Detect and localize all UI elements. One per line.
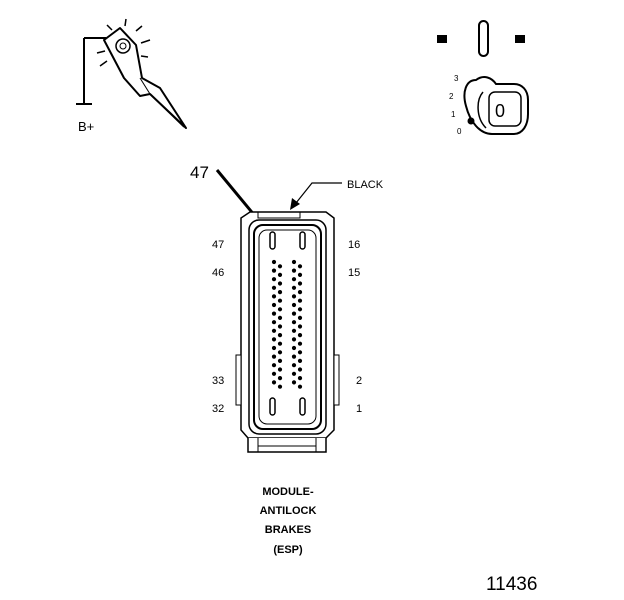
pin-terminal: [297, 376, 303, 381]
pin-terminal: [277, 281, 283, 286]
connector-body: [235, 211, 340, 453]
test-light-probe-icon: [76, 18, 187, 129]
pin-terminal: [271, 345, 277, 351]
module-name-line-2: ANTILOCK: [260, 505, 317, 517]
color-leader-arrow-icon: [290, 182, 342, 210]
ignition-switch-icon: [437, 20, 529, 135]
connector-color-label: BLACK: [347, 179, 384, 191]
pin-terminal: [291, 337, 297, 342]
pin-label-right-1: 1: [356, 403, 362, 415]
pin-terminal: [297, 272, 303, 277]
ignition-key-label: 0: [495, 101, 505, 121]
pin-terminal: [271, 268, 277, 273]
pin-terminal: [291, 294, 297, 299]
pin-terminal: [277, 350, 283, 355]
pin-terminal: [277, 298, 283, 303]
module-name-line-3: BRAKES: [265, 524, 311, 536]
pin-terminal: [271, 371, 277, 376]
pin-terminal: [271, 302, 277, 308]
pin-label-right-16: 16: [348, 239, 360, 251]
pin-terminal: [291, 259, 297, 265]
pin-terminal: [271, 320, 277, 325]
pin-terminal: [277, 376, 283, 381]
pin-terminal: [291, 311, 297, 316]
callout-pin-number: 47: [190, 163, 209, 182]
module-name-line-4: (ESP): [273, 544, 303, 556]
pin-terminal: [297, 358, 303, 363]
connector-pin-grid: [271, 259, 303, 389]
pin-terminal: [277, 333, 283, 338]
pin-terminal: [297, 281, 303, 286]
pin-terminal: [291, 363, 297, 368]
pin-terminal: [297, 350, 303, 355]
pin-terminal: [297, 324, 303, 329]
pin-terminal: [291, 302, 297, 308]
pin-terminal: [291, 268, 297, 273]
pin-terminal: [297, 307, 303, 312]
pin-terminal: [271, 259, 277, 265]
pin-terminal: [291, 285, 297, 290]
pin-terminal: [271, 294, 277, 299]
pin-terminal: [277, 272, 283, 277]
pin-terminal: [291, 380, 297, 385]
pin-label-left-32: 32: [212, 403, 224, 415]
ignition-position-0: 0: [457, 127, 462, 136]
pin-terminal: [291, 354, 297, 359]
pin-terminal: [291, 320, 297, 325]
pin-terminal: [291, 345, 297, 351]
pin-terminal: [277, 290, 283, 295]
pin-terminal: [291, 371, 297, 376]
pin-terminal: [297, 290, 303, 295]
pin-terminal: [271, 337, 277, 342]
pin-terminal: [291, 277, 297, 282]
pin-terminal: [271, 363, 277, 368]
pin-terminal: [271, 277, 277, 282]
pin-terminal: [297, 384, 303, 389]
pin-terminal: [277, 307, 283, 312]
pin-terminal: [297, 367, 303, 372]
ignition-position-3: 3: [454, 74, 459, 83]
pin-terminal: [277, 358, 283, 363]
module-name-line-1: MODULE-: [262, 486, 314, 498]
pin-terminal: [291, 328, 297, 333]
pin-terminal: [297, 264, 303, 269]
ignition-position-2: 2: [449, 92, 454, 101]
pin-terminal: [277, 367, 283, 372]
pin-terminal: [277, 384, 283, 389]
pin-terminal: [271, 311, 277, 316]
pin-terminal: [271, 285, 277, 290]
pin-terminal: [297, 341, 303, 346]
pin-terminal: [277, 264, 283, 269]
pin-label-right-2: 2: [356, 375, 362, 387]
pin-label-left-47: 47: [212, 239, 224, 251]
pin-terminal: [277, 324, 283, 329]
pin-terminal: [277, 341, 283, 346]
b-plus-label: B+: [78, 119, 94, 134]
pin-terminal: [271, 354, 277, 359]
figure-number: 11436: [486, 574, 537, 595]
pin-label-left-46: 46: [212, 267, 224, 279]
pin-label-left-33: 33: [212, 375, 224, 387]
pin-terminal: [297, 333, 303, 338]
ignition-position-1: 1: [451, 110, 456, 119]
pin-terminal: [277, 315, 283, 320]
pin-terminal: [297, 315, 303, 320]
pin-terminal: [297, 298, 303, 303]
pin-terminal: [271, 380, 277, 385]
pin-terminal: [271, 328, 277, 333]
pin-label-right-15: 15: [348, 267, 360, 279]
